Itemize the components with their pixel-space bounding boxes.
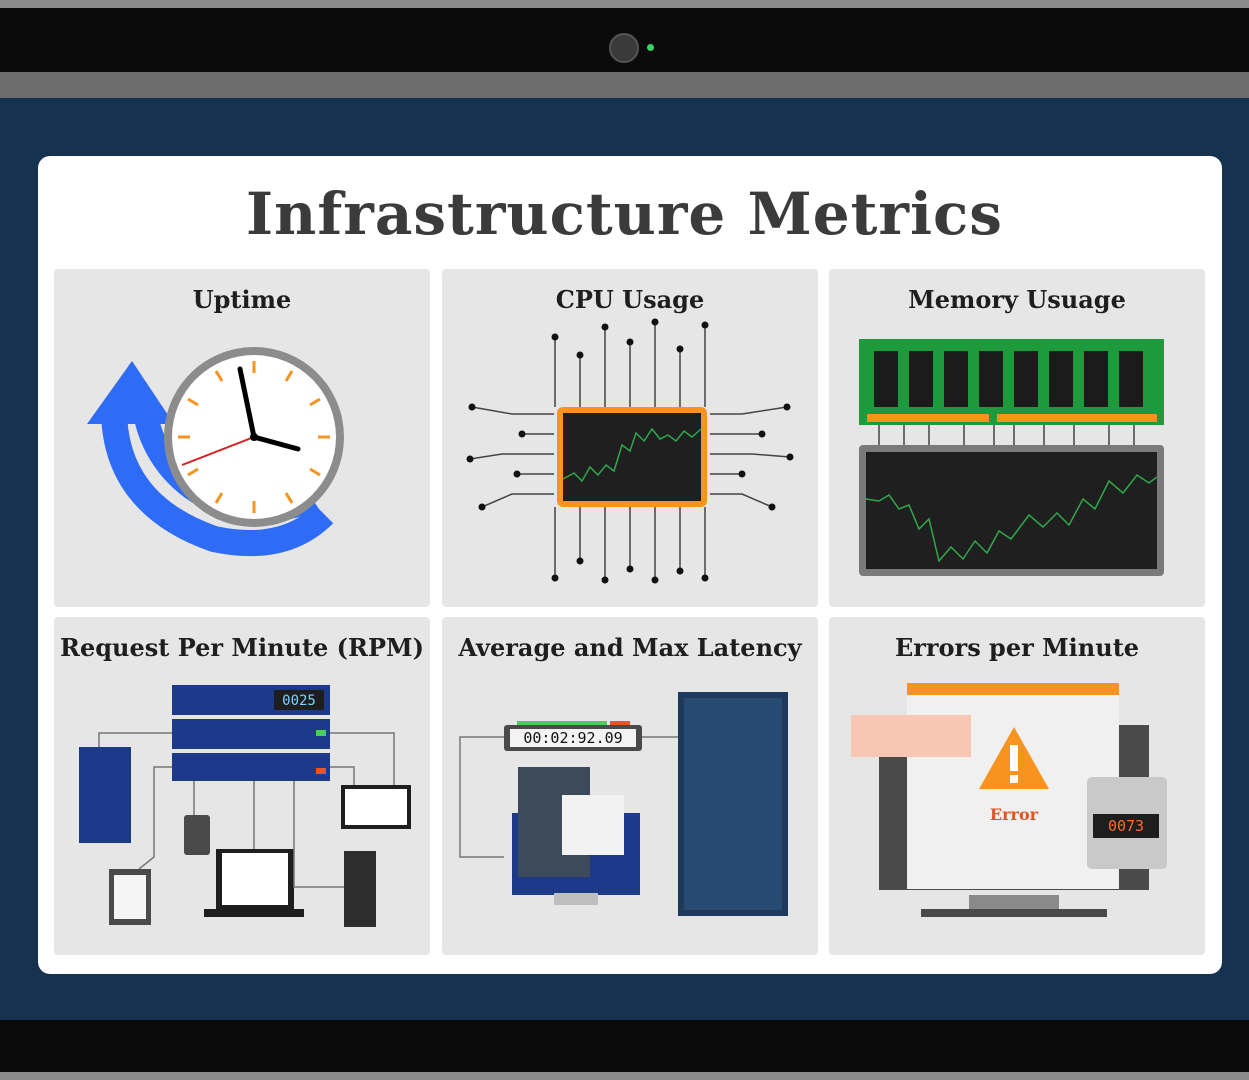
- errors-counter: 0073: [1108, 817, 1144, 835]
- panel-cpu-usage: CPU Usage: [442, 269, 818, 607]
- panel-uptime: Uptime: [54, 269, 430, 607]
- stopwatch-server-icon: 00:02:92.09: [459, 692, 788, 916]
- laptop-bezel-bottom: [0, 1020, 1249, 1080]
- camera-led-icon: [647, 44, 654, 51]
- panel-memory-usage: Memory Usuage: [829, 269, 1205, 607]
- panel-title-rpm: Request Per Minute (RPM): [60, 633, 424, 662]
- webcam-icon: [609, 33, 639, 63]
- cpu-chip-icon: [466, 318, 794, 584]
- panel-title-uptime: Uptime: [192, 285, 292, 314]
- memory-module-icon: [859, 339, 1164, 576]
- laptop-bezel-top: [0, 0, 1249, 72]
- error-label: Error: [990, 805, 1039, 824]
- panel-errors: Errors per Minute Error 0073: [829, 617, 1205, 955]
- panel-title-latency: Average and Max Latency: [458, 633, 802, 662]
- rpm-counter: 0025: [282, 693, 316, 709]
- panel-title-cpu: CPU Usage: [555, 285, 705, 314]
- server-network-icon: 0025: [79, 685, 411, 927]
- clock-refresh-icon: [87, 347, 344, 557]
- bezel-band: [0, 72, 1249, 98]
- panel-latency: Average and Max Latency 00:02:92.09: [442, 617, 818, 955]
- page-title: Infrastructure Metrics: [246, 180, 1003, 248]
- panel-rpm: Request Per Minute (RPM) 0025: [54, 617, 430, 955]
- panel-title-memory: Memory Usuage: [908, 285, 1126, 314]
- latency-timer: 00:02:92.09: [523, 729, 622, 747]
- panel-title-errors: Errors per Minute: [894, 633, 1140, 662]
- error-monitor-icon: Error 0073: [851, 683, 1167, 917]
